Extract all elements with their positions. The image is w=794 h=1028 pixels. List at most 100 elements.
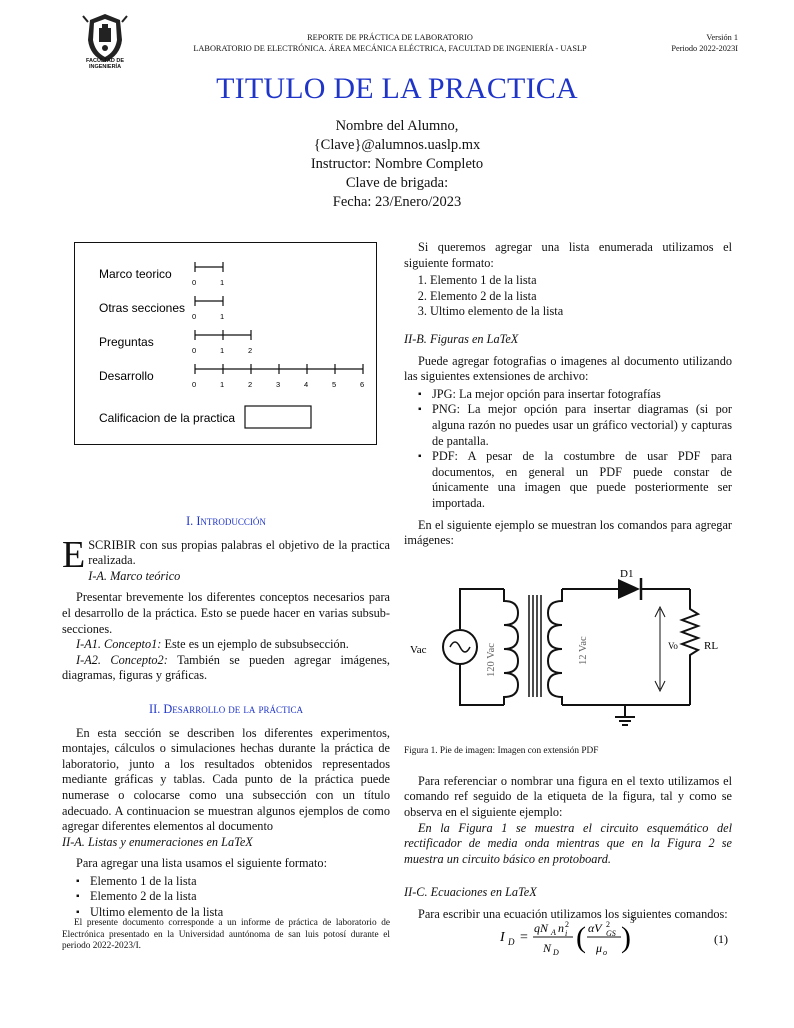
svg-text:2: 2 bbox=[248, 380, 252, 389]
header-center: REPORTE DE PRÁCTICA DE LABORATORIO LABOR… bbox=[150, 32, 630, 54]
svg-text:Preguntas: Preguntas bbox=[99, 335, 154, 349]
list-intro: Para agregar una lista usamos el siguien… bbox=[76, 856, 327, 871]
diode-icon bbox=[618, 578, 640, 599]
author-name: Nombre del Alumno, bbox=[335, 118, 459, 134]
enumerated-list: Elemento 1 de la lista Elemento 2 de la … bbox=[404, 273, 732, 320]
svg-text:N: N bbox=[542, 941, 552, 955]
list-item: PDF: A pesar de la costumbre de usar PDF… bbox=[418, 449, 732, 511]
right-column: Si queremos agregar una lista enumerada … bbox=[404, 240, 732, 969]
section-heading-desarrollo: II. Desarrollo de la práctica bbox=[149, 701, 303, 716]
instructor: Instructor: Nombre Completo bbox=[310, 156, 484, 172]
svg-text:Otras secciones: Otras secciones bbox=[99, 301, 185, 315]
subsection-figuras: II-B. Figuras en LaTeX bbox=[404, 331, 519, 346]
svg-text:=: = bbox=[520, 930, 528, 945]
svg-text:2: 2 bbox=[606, 920, 610, 929]
circuit-label-vo: Vo bbox=[668, 641, 678, 651]
resistor-icon bbox=[679, 588, 701, 705]
figure-example-text: En el siguiente ejemplo se muestran los … bbox=[404, 517, 732, 548]
svg-text:αV: αV bbox=[588, 921, 603, 935]
reference-paragraph: Para referenciar o nombrar una figura en… bbox=[404, 773, 732, 820]
header-report-title: REPORTE DE PRÁCTICA DE LABORATORIO bbox=[307, 33, 473, 42]
svg-text:3: 3 bbox=[630, 915, 635, 925]
list-item: PNG: La mejor opción para insertar diagr… bbox=[418, 402, 732, 449]
equation-number: (1) bbox=[714, 932, 728, 946]
list-item: JPG: La mejor opción para insertar fotog… bbox=[418, 387, 732, 403]
svg-text:0: 0 bbox=[192, 278, 196, 287]
concepto2-paragraph: I-A2. Concepto2: También se pueden agreg… bbox=[62, 652, 391, 683]
svg-text:μ: μ bbox=[595, 941, 602, 955]
bullet-list: Elemento 1 de la lista Elemento 2 de la … bbox=[62, 874, 390, 921]
concepto1-paragraph: I-A1. Concepto1: Este es un ejemplo de s… bbox=[76, 637, 349, 652]
list-item: Elemento 2 de la lista bbox=[76, 889, 390, 905]
svg-text:D: D bbox=[507, 937, 515, 947]
svg-text:): ) bbox=[621, 921, 631, 954]
header-right: Versión 1 Periodo 2022-2023I bbox=[671, 32, 738, 54]
svg-text:D: D bbox=[552, 948, 559, 957]
equation-intro: Para escribir una ecuación utilizamos lo… bbox=[418, 907, 728, 922]
author-block: Nombre del Alumno, {Clave}@alumnos.uaslp… bbox=[0, 117, 794, 212]
subsection-ecuaciones: II-C. Ecuaciones en LaTeX bbox=[404, 885, 537, 900]
svg-text:n: n bbox=[558, 921, 564, 935]
svg-text:qN: qN bbox=[534, 921, 549, 935]
dropcap: E bbox=[62, 533, 86, 576]
circuit-label-vac: Vac bbox=[410, 644, 427, 656]
logo-caption: FACULTAD DE INGENIERÍA bbox=[86, 58, 124, 70]
svg-text:GS: GS bbox=[606, 929, 616, 938]
equation-1: I D = qN A n 2 i N D ( αV 2 GS μ o ) 3 (… bbox=[404, 915, 732, 969]
grade-row-preguntas: Preguntas 0 1 2 bbox=[99, 330, 252, 355]
svg-text:0: 0 bbox=[192, 312, 196, 321]
svg-text:5: 5 bbox=[332, 380, 336, 389]
list-item: Elemento 1 de la lista bbox=[430, 273, 732, 289]
figures-intro: Puede agregar fotografias o imagenes al … bbox=[404, 353, 732, 384]
circuit-label-d1: D1 bbox=[620, 568, 633, 580]
primary-coil-icon bbox=[503, 588, 520, 705]
circuit-label-120vac: 120 Vac bbox=[486, 642, 497, 676]
footnote: El presente documento corresponde a un i… bbox=[62, 918, 390, 952]
svg-text:o: o bbox=[603, 948, 607, 957]
svg-text:i: i bbox=[565, 929, 567, 938]
grade-row-marco: Marco teorico 0 1 bbox=[99, 262, 224, 287]
marco-paragraph: Presentar brevemente los diferentes conc… bbox=[62, 590, 390, 636]
svg-text:1: 1 bbox=[220, 278, 224, 287]
header-period: Periodo 2022-2023I bbox=[671, 44, 738, 53]
header-version: Versión 1 bbox=[706, 33, 738, 42]
grade-row-desarrollo: Desarrollo 0 1 2 3 4 5 6 bbox=[99, 364, 364, 389]
format-list: JPG: La mejor opción para insertar fotog… bbox=[404, 387, 732, 512]
brigade-key: Clave de brigada: bbox=[345, 175, 449, 191]
svg-text:I: I bbox=[499, 930, 506, 945]
svg-text:6: 6 bbox=[360, 380, 364, 389]
figure-caption: Figura 1. Pie de imagen: Imagen con exte… bbox=[404, 746, 599, 757]
list-item: Ultimo elemento de la lista bbox=[430, 304, 732, 320]
svg-text:Calificacion de la practica: Calificacion de la practica bbox=[99, 411, 235, 425]
subsection-listas: II-A. Listas y enumeraciones en LaTeX bbox=[62, 834, 253, 849]
secondary-coil-icon bbox=[546, 588, 563, 705]
page-header: FACULTAD DE INGENIERÍA REPORTE DE PRÁCTI… bbox=[0, 0, 794, 90]
svg-text:0: 0 bbox=[192, 380, 196, 389]
circuit-label-12vac: 12 Vac bbox=[578, 636, 589, 665]
svg-text:1: 1 bbox=[220, 380, 224, 389]
svg-text:0: 0 bbox=[192, 346, 196, 355]
grade-scales: Marco teorico 0 1 Otras secciones 0 1 Pr… bbox=[99, 262, 364, 429]
list-item: Elemento 1 de la lista bbox=[76, 874, 390, 890]
author-email: {Clave}@alumnos.uaslp.mx bbox=[313, 137, 481, 153]
svg-text:2: 2 bbox=[248, 346, 252, 355]
reference-example: En la Figura 1 se muestra el circuito es… bbox=[404, 820, 732, 866]
svg-text:2: 2 bbox=[565, 920, 569, 929]
list-item: Ultimo elemento de la lista bbox=[76, 905, 390, 921]
date: Fecha: 23/Enero/2023 bbox=[332, 194, 462, 210]
svg-text:(: ( bbox=[576, 921, 586, 954]
grade-row-final: Calificacion de la practica bbox=[99, 405, 312, 429]
grade-row-otras: Otras secciones 0 1 bbox=[99, 296, 224, 321]
grade-box: Marco teorico 0 1 Otras secciones 0 1 Pr… bbox=[74, 242, 377, 445]
equation-formula: I D = qN A n 2 i N D ( αV 2 GS μ o ) 3 (… bbox=[499, 915, 728, 957]
svg-text:4: 4 bbox=[304, 380, 308, 389]
header-lab-name: LABORATORIO DE ELECTRÓNICA. ÁREA MECÁNIC… bbox=[193, 44, 587, 53]
subsection-marco: I-A. Marco teórico bbox=[88, 568, 181, 583]
final-grade-field bbox=[244, 405, 312, 429]
svg-text:Desarrollo: Desarrollo bbox=[99, 369, 154, 383]
enum-intro: Si queremos agregar una lista enumerada … bbox=[404, 240, 732, 270]
rectifier-circuit-diagram: D1 Vac 120 Vac 12 Vac RL Vo bbox=[410, 568, 718, 726]
svg-text:1: 1 bbox=[220, 346, 224, 355]
